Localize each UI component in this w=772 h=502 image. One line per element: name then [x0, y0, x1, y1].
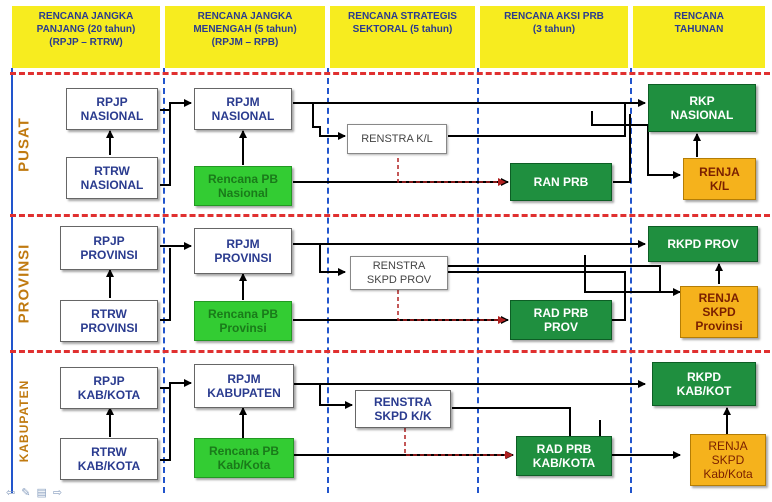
ran-prb-box: RAN PRB: [510, 163, 612, 201]
header-action-plan: RENCANA AKSI PRB (3 tahun): [480, 6, 628, 68]
connector: [160, 379, 192, 389]
rencana-pb-nasional-box: Rencana PB Nasional: [194, 166, 292, 206]
connector: [160, 248, 171, 321]
viewer-toolbar: ⇦✎▤⇨: [6, 486, 68, 499]
rtrw-provinsi-box: RTRW PROVINSI: [60, 300, 158, 342]
rpjm-nasional-box: RPJM NASIONAL: [194, 88, 292, 130]
renstra-kl-box: RENSTRA K/L: [347, 124, 447, 154]
rpjm-provinsi-box: RPJM PROVINSI: [194, 228, 292, 274]
rkp-nasional-box: RKP NASIONAL: [648, 84, 756, 132]
renstra-skpd-kk-box: RENSTRA SKPD K/K: [355, 390, 451, 428]
connector: [319, 384, 353, 409]
column-divider: [163, 68, 165, 493]
header-annual: RENCANA TAHUNAN: [633, 6, 765, 68]
connector: [448, 271, 626, 321]
menu-icon[interactable]: ▤: [36, 487, 53, 499]
header-mid-term: RENCANA JANGKA MENENGAH (5 tahun) (RPJM …: [165, 6, 325, 68]
dashed-connector: [404, 428, 513, 459]
rad-prb-prov-box: RAD PRB PROV: [510, 300, 612, 340]
rkpd-kabkot-box: RKPD KAB/KOT: [652, 362, 756, 406]
column-divider: [477, 68, 479, 493]
column-divider: [11, 68, 13, 493]
connector: [584, 255, 681, 296]
connector: [312, 103, 346, 140]
column-divider: [630, 68, 632, 493]
renja-skpd-provinsi-box: RENJA SKPD Provinsi: [680, 286, 758, 338]
rpjp-kabkota-box: RPJP KAB/KOTA: [60, 367, 158, 409]
dashed-connector: [397, 158, 506, 186]
rencana-pb-kabkota-box: Rencana PB Kab/Kota: [194, 438, 294, 478]
dashed-connector: [397, 290, 506, 324]
connector: [319, 244, 346, 276]
connector: [613, 114, 631, 183]
row-separator: [10, 350, 770, 353]
rencana-pb-provinsi-box: Rencana PB Provinsi: [194, 301, 292, 341]
forward-arrow-icon[interactable]: ⇨: [52, 487, 69, 499]
back-arrow-icon[interactable]: ⇦: [6, 487, 22, 499]
renja-skpd-kabkota-box: RENJA SKPD Kab/Kota: [690, 434, 766, 486]
header-long-term: RENCANA JANGKA PANJANG (20 tahun) (RPJP …: [12, 6, 160, 68]
connector: [160, 108, 171, 186]
pen-icon[interactable]: ✎: [21, 487, 37, 499]
connector: [448, 265, 661, 292]
row-separator: [10, 72, 770, 75]
row-separator: [10, 214, 770, 217]
rad-prb-kabkota-box: RAD PRB KAB/KOTA: [516, 436, 612, 476]
rpjp-provinsi-box: RPJP PROVINSI: [60, 226, 158, 270]
rpjm-kabupaten-box: RPJM KABUPATEN: [194, 364, 294, 408]
rpjp-nasional-box: RPJP NASIONAL: [66, 88, 158, 130]
rtrw-kabkota-box: RTRW KAB/KOTA: [60, 438, 158, 480]
renja-kl-box: RENJA K/L: [683, 158, 756, 200]
header-strategic: RENCANA STRATEGIS SEKTORAL (5 tahun): [330, 6, 475, 68]
connector: [160, 387, 171, 461]
column-divider: [327, 68, 329, 493]
connector: [452, 407, 571, 436]
rtrw-nasional-box: RTRW NASIONAL: [66, 157, 158, 199]
connector: [448, 99, 646, 137]
rkpd-prov-box: RKPD PROV: [648, 226, 758, 262]
connector: [160, 99, 192, 111]
renstra-skpd-prov-box: RENSTRA SKPD PROV: [350, 256, 448, 290]
